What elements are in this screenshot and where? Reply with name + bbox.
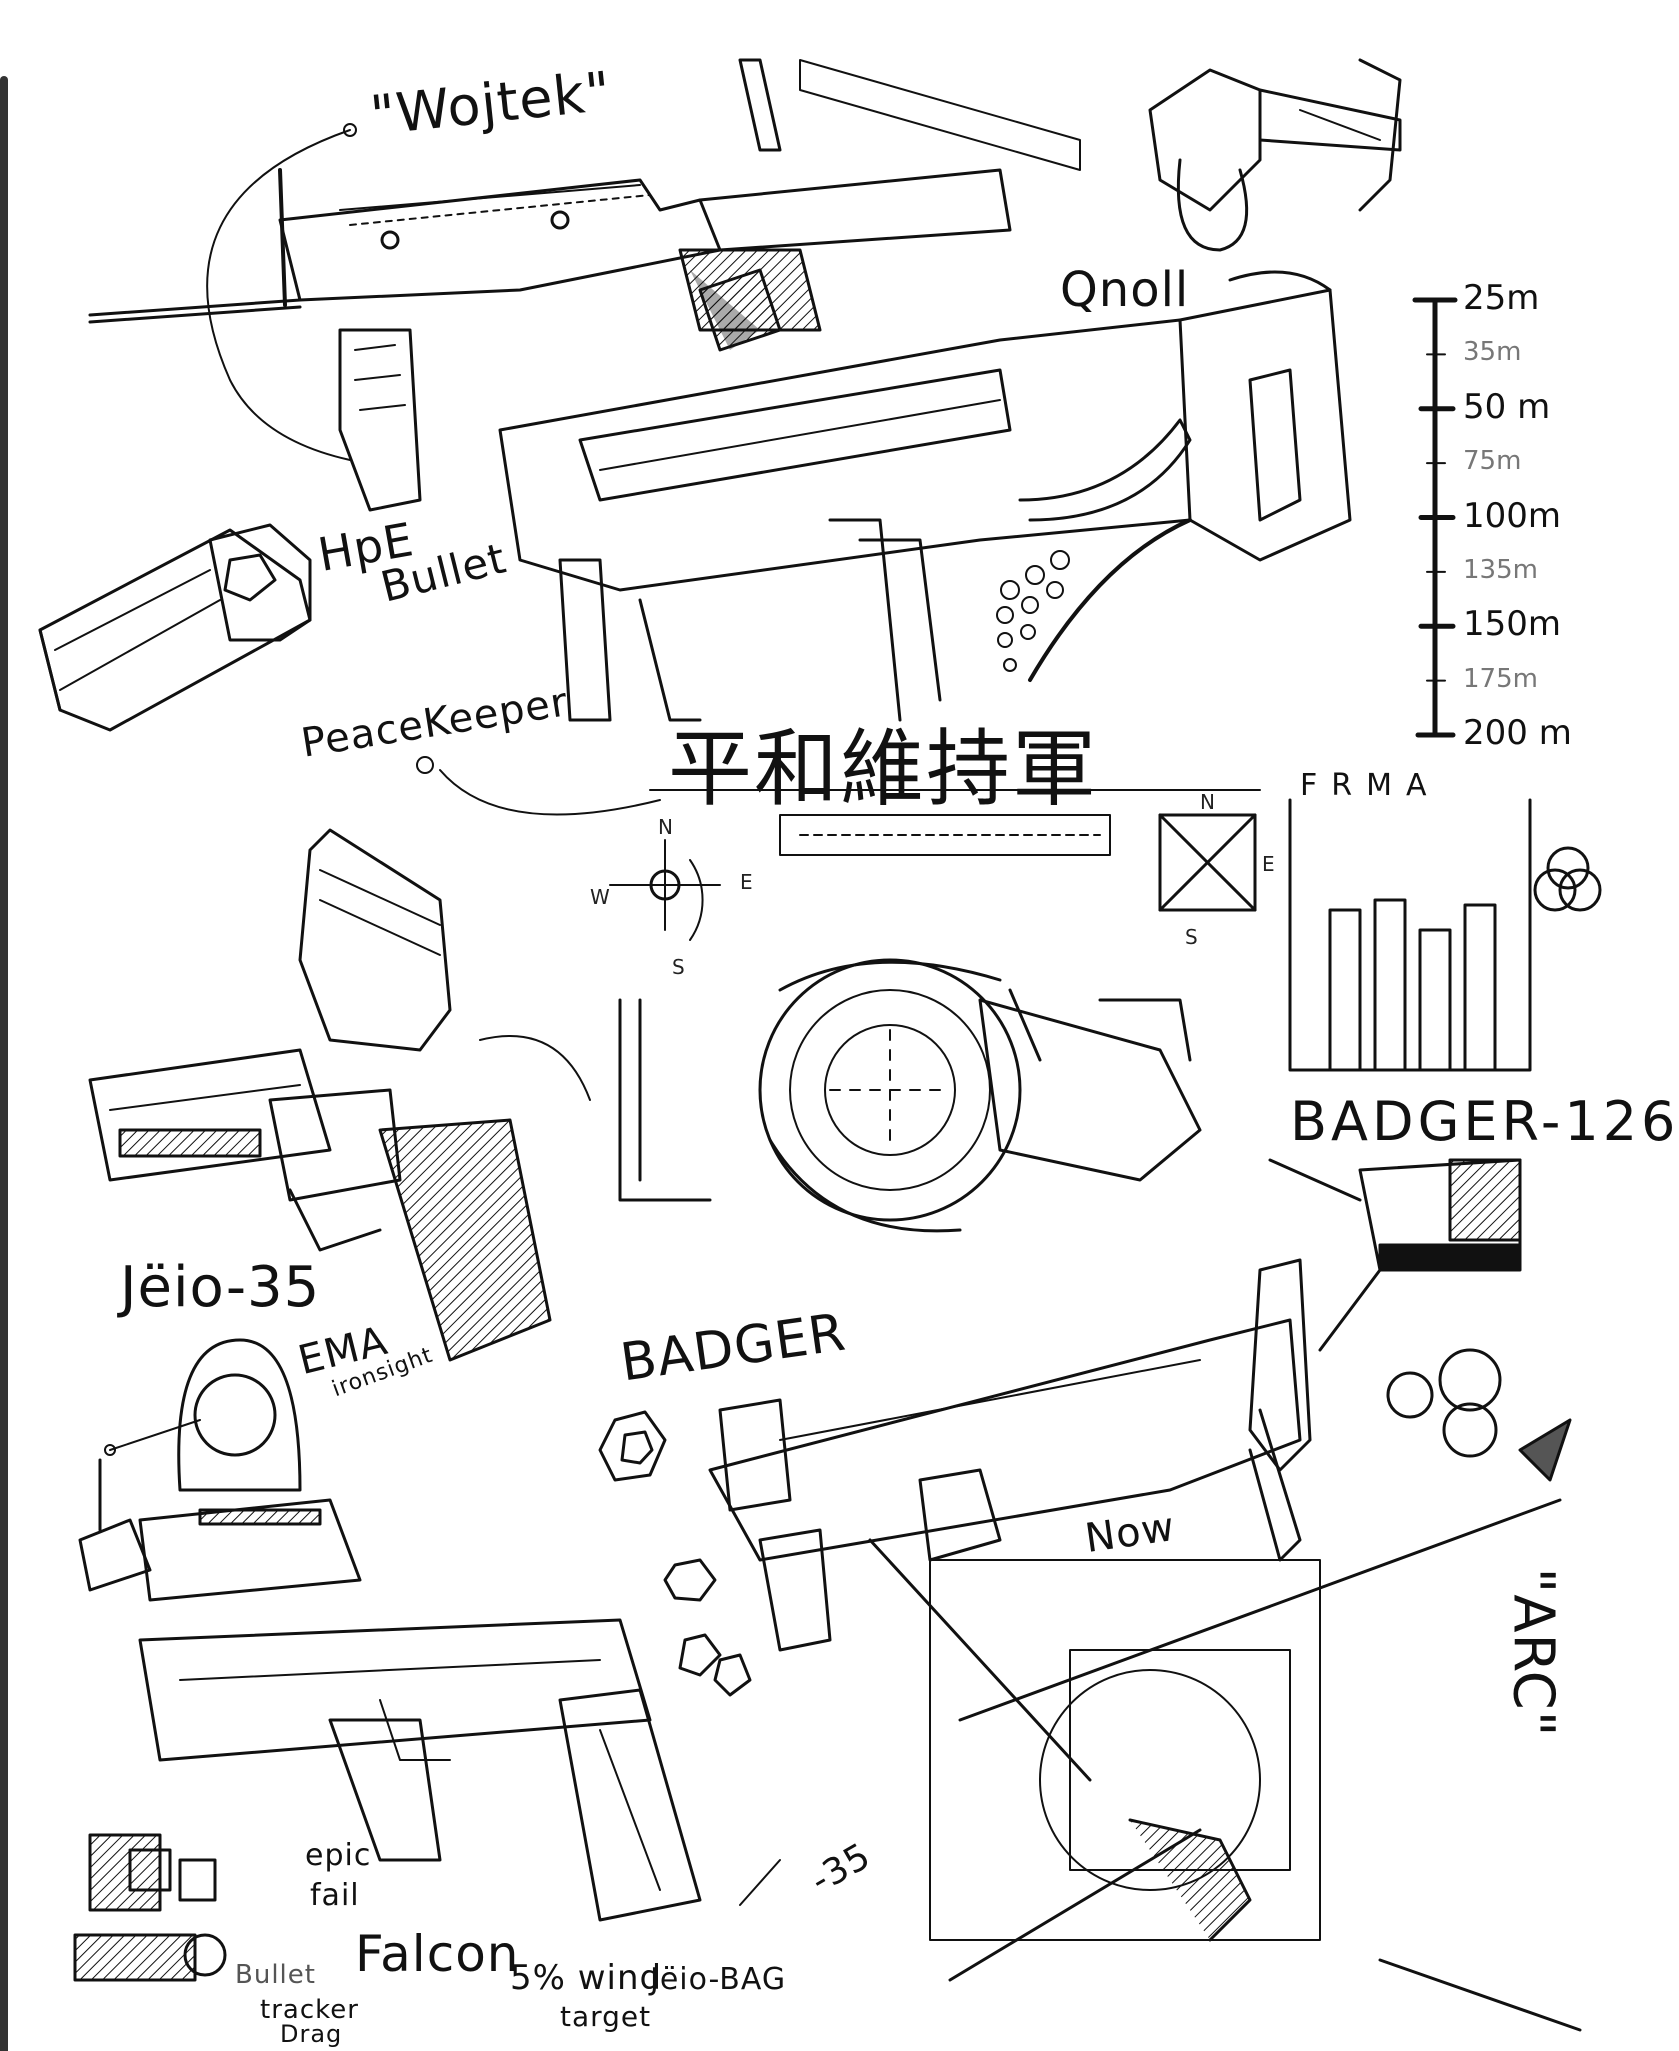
top-right-attachment-sketch — [1148, 58, 1402, 252]
range-tick-label: 135m — [1463, 554, 1538, 585]
label-fail: fail — [310, 1878, 360, 1913]
falcon-pistol-sketch — [138, 1618, 702, 1922]
label-cjk-banner: 平和維持軍 — [668, 720, 1099, 818]
label-frma: FRMA — [1300, 768, 1441, 803]
label-drag: Drag — [280, 2020, 343, 2048]
hpe-bullet-sketch — [38, 523, 312, 732]
badger-gun-sketch — [708, 1258, 1312, 1652]
range-tick-label: 150m — [1463, 604, 1562, 645]
label-badger-126: BADGER-126 — [1290, 1090, 1679, 1153]
compass-s: S — [672, 955, 685, 979]
label-arc: "ARC" — [1500, 1567, 1566, 1738]
label-wind: 5% wind — [510, 1958, 663, 1998]
range-tick-label: 50 m — [1463, 386, 1551, 427]
qnoll-gun-sketch — [498, 268, 1352, 722]
range-tick-label: 200 m — [1463, 713, 1572, 753]
frma-bar-sketch — [1288, 798, 1602, 1072]
compass-e: E — [740, 870, 753, 894]
label-jeio-35: Jëio-35 — [120, 1255, 321, 1320]
range-tick-label: 75m — [1463, 446, 1522, 477]
box-compass-e: E — [1262, 852, 1275, 876]
range-tick-label: 100m — [1463, 495, 1562, 536]
range-tick-label: 25m — [1463, 278, 1540, 318]
sketch-sheet: "Wojtek" Qnoll HpE Bullet PeaceKeeper 平和… — [0, 58, 1676, 2051]
label-falcon: Falcon — [355, 1925, 520, 1983]
box-compass-n: N — [1200, 790, 1215, 814]
arc-target-sketch — [868, 1418, 1582, 2032]
compass-w: W — [590, 885, 610, 909]
compass-n: N — [658, 815, 673, 839]
label-target: target — [560, 2000, 652, 2033]
compass-sketch — [609, 813, 1257, 941]
range-tick-label: 35m — [1463, 337, 1522, 368]
label-bullet-small: Bullet — [235, 1960, 316, 1990]
bottom-left-part-sketch — [73, 1833, 227, 1982]
label-tracker: tracker — [260, 1995, 359, 2025]
hex-parts-sketch — [598, 1348, 1502, 1697]
sketch-artwork — [0, 58, 1602, 2051]
range-tick-label: 175m — [1463, 663, 1538, 694]
scope-reticle-sketch — [618, 958, 1042, 1233]
ema-ironsight-sketch — [78, 1338, 362, 1602]
leader-lines — [104, 123, 781, 1906]
label-jeio-bag: Jëio-BAG — [650, 1962, 787, 1997]
box-compass-s: S — [1185, 925, 1198, 949]
badger126-attachment-sketch — [978, 998, 1522, 1352]
label-epic: epic — [305, 1838, 372, 1873]
label-qnoll: Qnoll — [1060, 262, 1190, 318]
peacekeeper-gun-sketch — [88, 828, 591, 1362]
